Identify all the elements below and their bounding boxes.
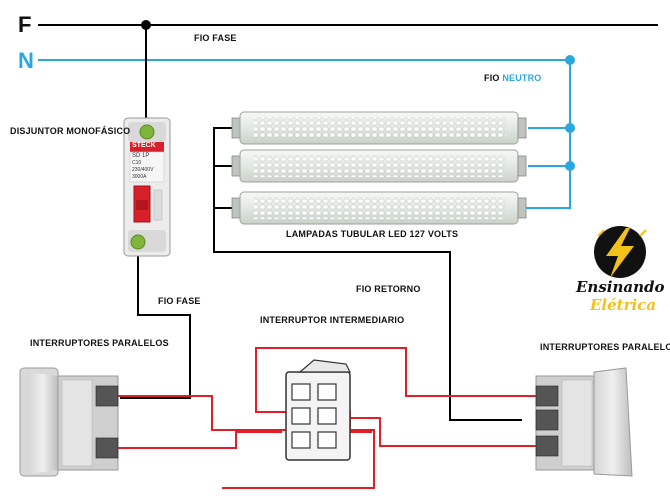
breaker-rating: SD 1P xyxy=(132,153,150,159)
single-pole-breaker xyxy=(123,117,171,257)
brand-line2: Elétrica xyxy=(590,296,657,314)
breaker-spec2: 3000A xyxy=(132,174,147,180)
brand-logo xyxy=(594,226,647,278)
interruptores-right-label: INTERRUPTORES PARALELOS xyxy=(540,342,670,352)
breaker-brand: STECK xyxy=(132,142,156,149)
neutral-junction xyxy=(565,123,575,133)
fio-fase-mid-label: FIO FASE xyxy=(158,296,201,306)
lightning-bolt-icon xyxy=(606,228,634,278)
phase-label: F xyxy=(18,12,32,37)
neutral-junction xyxy=(565,55,575,65)
interruptor-intermediario-label: INTERRUPTOR INTERMEDIARIO xyxy=(260,315,405,325)
neutral-label: N xyxy=(18,48,34,73)
intermediate-switch xyxy=(285,359,351,461)
disjuntor-label: DISJUNTOR MONOFÁSICO xyxy=(10,126,131,136)
breaker-curve: C10 xyxy=(132,160,142,166)
right-parallel-switch xyxy=(535,367,633,477)
fio-neutro-prefix: FIO xyxy=(484,73,500,83)
lampadas-label: LAMPADAS TUBULAR LED 127 VOLTS xyxy=(286,229,459,239)
phase-to-switch-wire xyxy=(120,256,191,399)
neutral-wires xyxy=(524,60,571,209)
fio-fase-top-label: FIO FASE xyxy=(194,33,237,43)
brand-line1: Ensinando xyxy=(576,278,665,296)
fio-neutro-word: NEUTRO xyxy=(502,73,542,83)
phase-junction xyxy=(141,20,151,30)
led-tube xyxy=(231,191,527,225)
led-tube xyxy=(231,111,527,145)
fio-neutro-label: FIO NEUTRO xyxy=(484,73,542,83)
interruptores-left-label: INTERRUPTORES PARALELOS xyxy=(30,338,169,348)
fio-retorno-label: FIO RETORNO xyxy=(356,284,421,294)
left-parallel-switch xyxy=(19,367,119,477)
breaker-spec1: 230/400V xyxy=(132,167,154,173)
led-tube xyxy=(231,149,527,183)
neutral-junction xyxy=(565,161,575,171)
